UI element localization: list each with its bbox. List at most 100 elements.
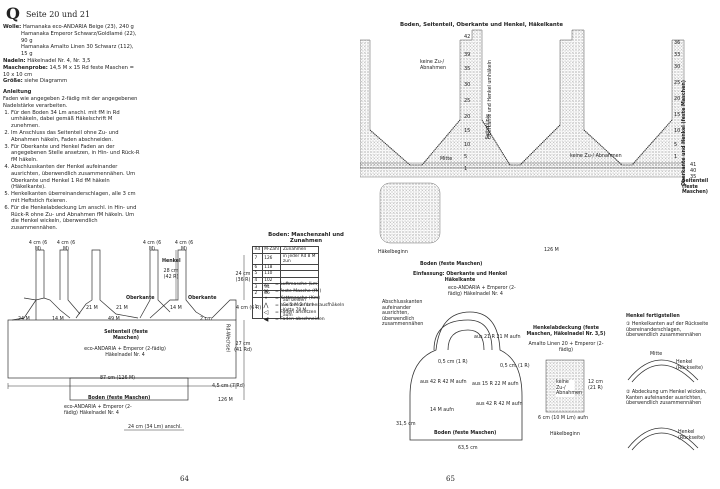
material-value: Hamanaka Emperor Schwarz/Goldlamé (22), …	[21, 30, 137, 44]
zunahmen-header: Zunahmen	[280, 246, 320, 254]
henkel-fertig-step2: ② Abdeckung um Henkel wickeln, Kanten au…	[626, 390, 707, 407]
row-dim-7: 2 cm	[200, 317, 212, 322]
legend-text: = feste Masche (fM)	[275, 289, 322, 294]
boden-grid	[379, 182, 441, 244]
instructions-title: Anleitung	[3, 89, 32, 96]
henkelabdeckung-keine: keine Zu-/ Abnahmen	[556, 380, 583, 397]
top-dim-1: 4 cm (6 M)	[28, 241, 48, 252]
table-cell: 6	[252, 263, 263, 272]
instruction-step: Henkelkanten überreinanderschlagen, alle…	[11, 191, 141, 205]
haekelbeginn-label: Häkelbeginn	[378, 250, 408, 255]
boden-yarn: eco-ANDARIA + Emperor (2-fädig) Häkelnad…	[64, 405, 132, 416]
row-num-l1: 42	[464, 34, 470, 40]
top-dim-2: 4 cm (6 M)	[56, 241, 76, 252]
legend-symbol-icon: ✕	[263, 288, 269, 295]
boden-m-count: 126 M	[218, 398, 233, 403]
material-value: siehe Diagramm	[24, 78, 68, 85]
einfassung-dim-9: 63,5 cm	[458, 446, 478, 451]
row-num-l3: 35	[464, 66, 470, 72]
row-dim-5: 14 M	[170, 306, 182, 311]
pattern-header: Q Seite 20 und 21	[6, 6, 90, 22]
henkel-fertig-mitte: Mitte	[650, 352, 663, 357]
zunahmen-header: M-Zahl	[261, 246, 282, 254]
einfassung-dim-7: aus 42 R 42 M aufn	[476, 402, 523, 407]
einfassung-dim-6: 14 M aufn	[430, 408, 455, 413]
row-num-r5: 20	[674, 96, 680, 102]
width-total-dim: 87 cm (126 M)	[100, 376, 136, 381]
henkel-fertig-title: Henkel fertigstellen	[626, 314, 680, 319]
row-dim-6: 49 M	[108, 317, 120, 322]
handle-left-outline	[23, 297, 71, 319]
legend-symbol-icon: ⌓	[263, 281, 269, 288]
henkelabdeckung-dim-2: 6 cm (10 M Lm) aufn	[538, 416, 589, 421]
boden-count-label: 126 M	[544, 248, 559, 253]
material-line: Hamanaka Amalto Linen 30 Schwarz (112), …	[3, 44, 141, 58]
henkelabdeckung-haekelbeginn: Häkelbeginn	[550, 432, 580, 437]
row-num-r6: 15	[674, 112, 680, 118]
row-num-r12: 35	[690, 174, 696, 180]
instruction-step: Für den Boden 34 Lm anschl. mit fM in Rd…	[11, 110, 141, 130]
page-number-left: 64	[180, 475, 189, 483]
row-num-l2: 39	[464, 52, 470, 58]
instructions-intro: Faden wie angegeben 2-fädig mit der ange…	[3, 95, 138, 109]
row-num-r7: 10	[674, 128, 680, 134]
material-value: 14,5 M x 15 Rd feste Maschen = 10 x 10 c…	[3, 64, 134, 78]
row-num-r11: 40	[690, 168, 696, 174]
table-cell	[280, 270, 320, 278]
oberkante-label-2: Oberkante	[188, 296, 217, 301]
top-dim-3: 4 cm (6 M)	[142, 241, 162, 252]
legend-text: = aus 1 M 2 fm herausfhäkeln	[275, 303, 345, 308]
material-key: Maschenprobe:	[3, 64, 48, 71]
henkel-dim: 28 cm (42 R)	[163, 269, 179, 280]
legend-item: ⌓= Luftmasche (Lm)	[260, 281, 356, 288]
instruction-step: Im Anschluss das Seitenteil ohne Zu- und…	[11, 130, 141, 144]
instruction-step: Abschlusskanten der Henkel aufeinander a…	[11, 164, 141, 191]
boden-title: Boden (feste Maschen)	[88, 396, 151, 401]
table-cell: 5	[252, 270, 263, 278]
legend-item: ◀= Faden abschneiden	[260, 316, 356, 323]
zunahmen-header: Rd	[252, 246, 263, 254]
left-page: Q Seite 20 und 21 Wolle: Hamanaka eco-AN…	[0, 0, 360, 489]
row-num-r1: 36	[674, 40, 680, 46]
einfassung-dim-4: aus 42 R 42 M aufn	[420, 380, 467, 385]
row-num-l7: 15	[464, 128, 470, 134]
einfassung-boden: Boden (feste Maschen)	[434, 431, 497, 436]
row-num-l6: 20	[464, 114, 470, 120]
keine-zuab-label-2: keine Zu-/ Abnahmen	[570, 154, 622, 159]
material-line: Größe: siehe Diagramm	[3, 78, 141, 85]
henkel-fertig-rueck-2: Henkel (Rückseite)	[678, 430, 705, 441]
henkelabdeckung-diagram	[545, 359, 585, 413]
mitte-label: Mitte	[440, 157, 453, 162]
instruction-step: Für die Henkelabdeckung Lm anschl. in Hi…	[11, 205, 141, 232]
row-num-l5: 25	[464, 98, 470, 104]
einfassung-dim-3: 0,5 cm (1 R)	[500, 364, 530, 369]
table-cell: auf beiden Seiten der Lm-Kette 78 M aufn	[280, 296, 320, 319]
table-cell: in jeder Rd 8 M zun	[280, 252, 320, 265]
material-value: Hamanaka eco-ANDARIA Beige (23), 240 g	[22, 24, 134, 30]
material-line: Wolle: Hamanaka eco-ANDARIA Beige (23), …	[3, 24, 141, 31]
legend-symbol-icon: •	[264, 295, 268, 302]
row-dim-2: 14 M	[52, 317, 64, 322]
bag-edging-outline	[409, 311, 523, 441]
legend-symbol-icon: ◀	[263, 316, 269, 323]
einfassung-title: Einfassung: Oberkante und Henkel Häkelka…	[413, 272, 507, 283]
material-line: Nadeln: Häkelnadel Nr. 4, Nr. 3,5	[3, 58, 141, 65]
crochet-chart: 36 33 30 25 20 15 10 5 1 41 40 35 42 39 …	[360, 29, 696, 244]
material-value: Häkelnadel Nr. 4, Nr. 3,5	[27, 57, 91, 64]
einfassung-yarn: eco-ANDARIA + Emperor (2-fädig) Häkelnad…	[448, 286, 516, 297]
material-key: Größe:	[3, 78, 23, 85]
right-dim-3: 27 cm (41 Rd)	[234, 342, 252, 353]
seitenteil-fm-label: Seitenteil (feste Maschen)	[682, 179, 709, 196]
row-dim-1: 24 M	[18, 317, 30, 322]
legend-text: = Faden ansetzen	[275, 310, 317, 315]
row-num-r9: 1	[674, 154, 677, 160]
legend-text: = Kettmasche (Km)	[275, 296, 320, 301]
row-num-r8: 5	[674, 142, 677, 148]
einfassung-dim-1: aus 21 R 21 M aufn	[474, 335, 521, 340]
material-key: Nadeln:	[3, 57, 26, 64]
henkel-fertig-rueck-1: Henkel (Rückseite)	[676, 360, 703, 371]
